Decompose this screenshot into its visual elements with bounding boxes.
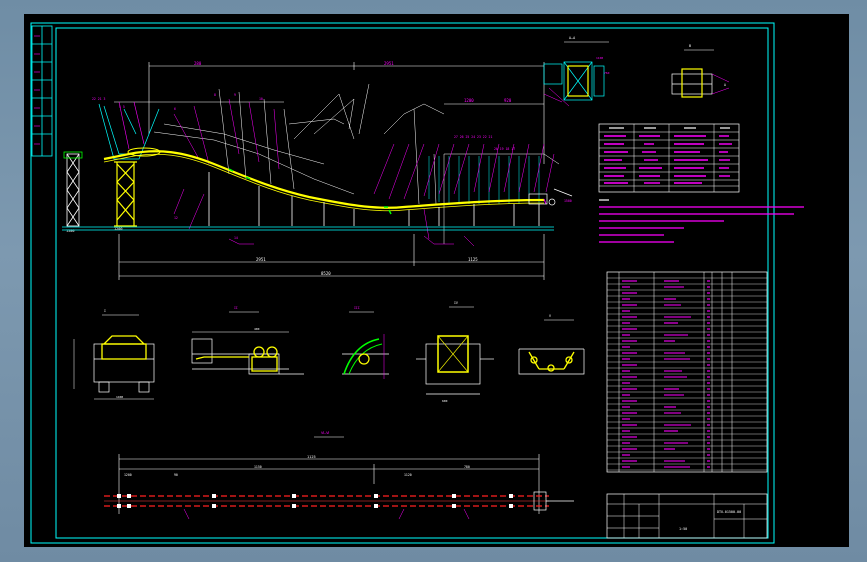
svg-text:14: 14	[234, 236, 238, 240]
conveyor-belt	[103, 147, 547, 215]
detail-view-4: IV 600	[416, 301, 494, 403]
top-detail-view-a: A—A 1100 760	[543, 36, 610, 107]
svg-text:27 26 25 24 23 22 21: 27 26 25 24 23 22 21	[454, 135, 492, 139]
svg-text:A—A: A—A	[569, 36, 575, 40]
svg-text:1100: 1100	[596, 56, 603, 60]
parts-list	[606, 271, 768, 473]
svg-text:A: A	[724, 83, 726, 87]
width-d1-dim: 1150	[254, 465, 262, 469]
svg-text:400: 400	[254, 327, 260, 331]
svg-text:760: 760	[604, 71, 610, 75]
svg-text:III: III	[354, 306, 360, 310]
svg-text:4 5: 4 5	[119, 105, 125, 109]
cad-drawing: 280 2951 1200 920	[30, 22, 804, 544]
detail-view-1: I 1400	[73, 309, 155, 400]
svg-text:20 19 18 17: 20 19 18 17	[494, 147, 515, 151]
detail-view-2: II 400	[191, 306, 304, 375]
scale: 1:50	[679, 527, 687, 531]
bottom-total-dim: 1125	[307, 455, 316, 459]
svg-text:I: I	[104, 309, 106, 313]
span-left-dim: 2951	[256, 257, 266, 262]
bottom-d1-dim: 1200	[124, 473, 132, 477]
width-d2-dim: 780	[464, 465, 470, 469]
svg-text:9: 9	[234, 93, 236, 97]
bottom-plan-view: 1125 1200 90 1120 1150 780	[104, 454, 574, 520]
bottom-d3-dim: 1120	[404, 473, 412, 477]
detail-view-5: V	[518, 314, 585, 375]
svg-text:1200: 1200	[464, 98, 474, 103]
inner-frame	[55, 27, 769, 539]
svg-text:2951: 2951	[384, 61, 394, 66]
svg-text:IV: IV	[454, 301, 458, 305]
svg-text:V: V	[549, 314, 551, 318]
detail-view-3: III	[342, 306, 389, 379]
svg-text:22 21 3: 22 21 3	[92, 97, 106, 101]
svg-text:1400: 1400	[116, 395, 123, 399]
main-elevation-view: 280 2951 1200 920	[62, 61, 573, 280]
svg-text:II: II	[234, 306, 238, 310]
left-tower	[63, 151, 83, 227]
svg-text:280: 280	[194, 61, 202, 66]
svg-text:6: 6	[174, 107, 176, 111]
support-base-dim: 1200	[114, 227, 122, 231]
top-detail-view-b: B A	[671, 44, 730, 98]
svg-text:600: 600	[442, 399, 448, 403]
technical-notes	[599, 199, 804, 243]
outer-frame	[30, 22, 775, 544]
svg-text:8: 8	[214, 93, 216, 97]
title-block: DTⅡ-01500-00 1:50	[606, 493, 768, 539]
svg-text:12: 12	[174, 216, 178, 220]
part-number: DTⅡ-01500-00	[717, 510, 741, 514]
svg-text:10: 10	[259, 97, 263, 101]
overall-span-dim: 8520	[321, 271, 331, 276]
parts-table-upper	[598, 123, 740, 193]
bottom-d2-dim: 90	[174, 473, 178, 477]
span-right-dim: 1125	[468, 257, 478, 262]
cad-viewport[interactable]: 280 2951 1200 920	[24, 14, 849, 547]
main-support-tower	[114, 161, 137, 227]
svg-text:B: B	[689, 44, 691, 48]
svg-text:1500: 1500	[564, 199, 572, 203]
tower-base-dim: 1500	[66, 229, 74, 233]
belt-supports	[208, 172, 540, 226]
svg-text:Ⅵ—Ⅵ: Ⅵ—Ⅵ	[321, 431, 329, 435]
left-margin-block	[31, 25, 53, 157]
svg-text:920: 920	[504, 98, 512, 103]
